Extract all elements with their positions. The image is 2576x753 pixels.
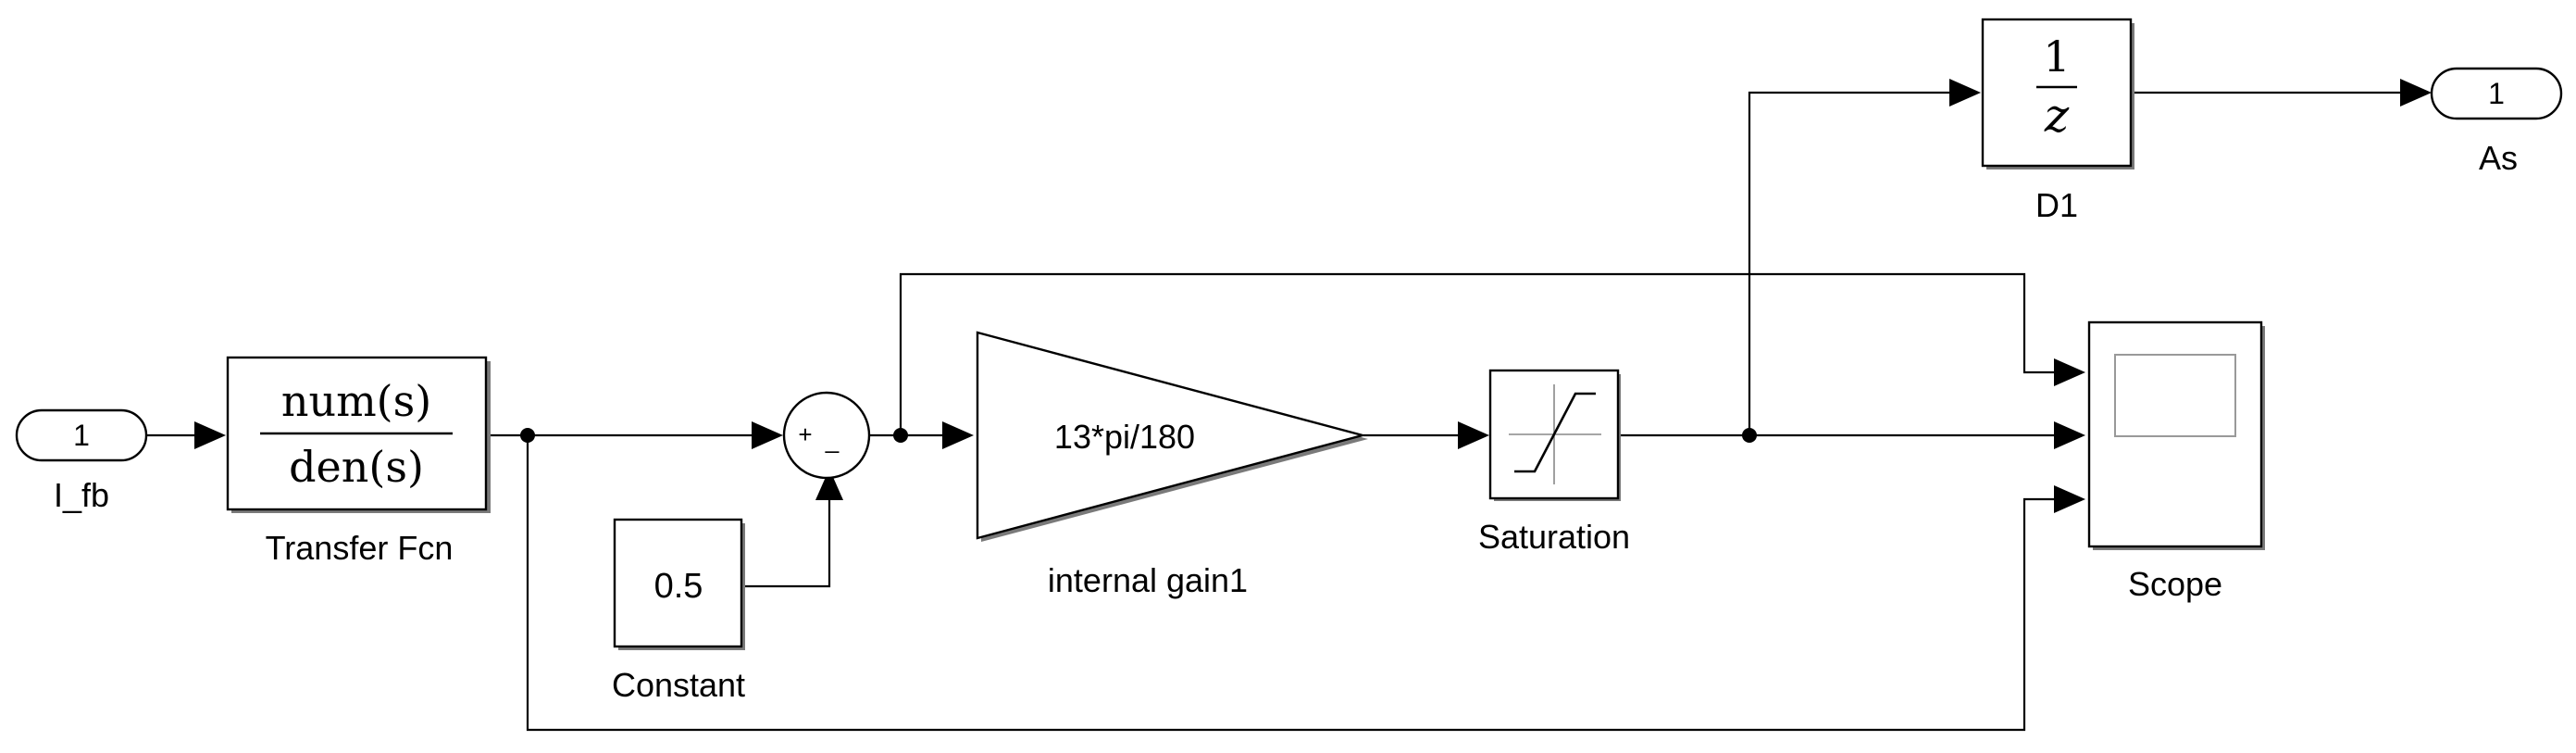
branch-point-tf-output <box>520 428 535 443</box>
constant-label: Constant <box>612 666 745 704</box>
wire-branch-to-scope-in3[interactable] <box>526 435 2055 732</box>
constant-value: 0.5 <box>654 567 703 606</box>
inport-label: I_fb <box>54 476 109 514</box>
delay-label: D1 <box>2035 186 2078 224</box>
branch-point-saturation-output <box>1742 428 1757 443</box>
delay-shape <box>1981 18 2133 168</box>
outport-label: As <box>2479 139 2518 177</box>
arrow-scope-in1 <box>2054 358 2085 386</box>
arrow-scope-in3 <box>2054 485 2085 513</box>
sum-minus-sign: _ <box>825 426 840 454</box>
arrow-outport-input <box>2400 79 2432 107</box>
inport-shape <box>15 408 148 462</box>
arrow-saturation-input <box>1458 421 1489 449</box>
arrow-delay-input <box>1949 79 1981 107</box>
transfer-fcn-denominator: den(s) <box>289 442 424 492</box>
sum-plus-sign: + <box>798 420 812 448</box>
inport-block[interactable]: 1 <box>15 408 148 462</box>
scope-label: Scope <box>2128 565 2222 603</box>
gain-block[interactable]: 13*pi/180 <box>976 331 1368 542</box>
wire-branch-to-delay[interactable] <box>1748 91 1951 435</box>
transfer-fcn-block[interactable]: num(s) den(s) <box>226 356 491 513</box>
inport-number: 1 <box>73 419 90 452</box>
outport-block[interactable]: 1 <box>2430 67 2563 120</box>
gain-value: 13*pi/180 <box>1054 418 1195 456</box>
constant-shape <box>613 518 743 648</box>
sum-shape <box>782 391 871 480</box>
scope-screen <box>2114 354 2236 437</box>
delay-denominator: z <box>2044 89 2070 143</box>
wire-constant-to-sum[interactable] <box>742 495 831 588</box>
delay-numerator: 1 <box>2043 31 2070 82</box>
sum-block[interactable]: + _ <box>782 391 871 480</box>
gain-label: internal gain1 <box>1048 561 1248 599</box>
arrow-sum-plus-input <box>752 421 783 449</box>
saturation-icon <box>1509 384 1601 484</box>
arrow-scope-in2 <box>2054 421 2085 449</box>
scope-block[interactable] <box>2087 320 2265 550</box>
transfer-fcn-label: Transfer Fcn <box>266 529 454 567</box>
branch-point-sum-output <box>893 428 908 443</box>
signal-lines <box>146 79 2432 732</box>
transfer-fcn-numerator: num(s) <box>281 376 431 426</box>
arrow-tf-input <box>194 421 226 449</box>
delay-block[interactable]: 1 z <box>1981 18 2134 169</box>
arrow-sum-minus-input <box>815 469 843 500</box>
outport-shape <box>2430 67 2563 120</box>
saturation-label: Saturation <box>1478 518 1630 556</box>
constant-block[interactable]: 0.5 <box>613 518 745 650</box>
wire-branch-to-scope-in1[interactable] <box>899 272 2055 435</box>
gain-shape <box>976 331 1367 540</box>
outport-number: 1 <box>2488 77 2505 110</box>
saturation-block[interactable] <box>1488 369 1621 501</box>
arrow-gain-input <box>942 421 974 449</box>
